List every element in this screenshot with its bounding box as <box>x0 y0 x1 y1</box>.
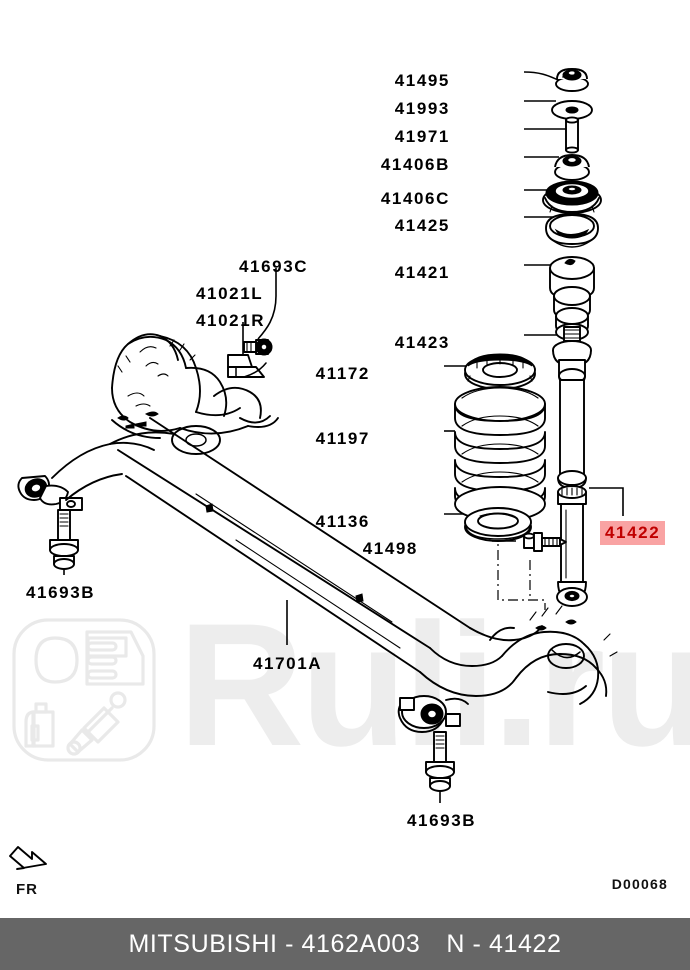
part-label-41021L: 41021L <box>196 284 264 303</box>
part-label-41495: 41495 <box>394 71 450 90</box>
part-label-41421: 41421 <box>394 263 450 282</box>
watermark-logo <box>12 618 156 762</box>
part-label-41693C: 41693C <box>239 257 309 276</box>
part-41406B-upper-bush <box>554 154 590 181</box>
part-41423-dust-cover <box>552 326 592 385</box>
part-label-41423: 41423 <box>394 333 450 352</box>
shock-absorber-assembly <box>542 68 602 607</box>
part-label-41693B-left: 41693B <box>26 583 96 602</box>
part-41495-nut <box>555 68 589 92</box>
part-41701A-axle-beam <box>17 333 618 733</box>
part-41993-washer <box>551 100 593 120</box>
part-41421-bump-stopper <box>549 256 595 341</box>
orientation-marker-fr: FR <box>16 881 38 898</box>
watermark: Ruli.ru <box>12 588 690 783</box>
part-label-41425: 41425 <box>394 216 450 235</box>
part-label-41422: 41422 <box>600 521 666 545</box>
footer-bar: MITSUBISHI - 4162A003 N - 41422 <box>0 918 690 970</box>
part-41422-shock-absorber <box>556 379 588 607</box>
part-41172-insulator <box>464 353 536 390</box>
part-41498-bolt <box>523 532 567 552</box>
part-label-41406C: 41406C <box>380 189 450 208</box>
footer-text: MITSUBISHI - 4162A003 N - 41422 <box>128 930 561 959</box>
part-label-41498: 41498 <box>362 539 418 558</box>
part-41021-bracket <box>227 354 267 378</box>
coil-spring-group <box>454 353 567 552</box>
part-41971-spacer <box>565 116 579 154</box>
part-41197-coil-spring <box>454 386 546 522</box>
part-label-41172: 41172 <box>315 364 370 383</box>
part-41693B-bolt-bottom <box>425 731 455 792</box>
part-label-41693B-bottom: 41693B <box>407 811 477 830</box>
footer-reference: N - 41422 <box>446 929 562 958</box>
part-41693B-bolt-left <box>49 509 79 570</box>
highlight-41422: 41422 <box>600 521 666 545</box>
part-41136-lower-seat <box>464 507 532 542</box>
part-label-41993: 41993 <box>394 99 450 118</box>
part-label-41136: 41136 <box>315 512 370 531</box>
diagram-code: D00068 <box>611 876 668 892</box>
footer-brand: MITSUBISHI - 4162A003 <box>128 929 421 958</box>
fr-arrow-icon <box>9 846 47 870</box>
part-label-41197: 41197 <box>315 429 370 448</box>
part-label-41701A: 41701A <box>253 654 323 673</box>
part-41406C-mount <box>542 180 602 214</box>
part-41693C-bolt <box>243 338 273 356</box>
part-41425-upper-seat <box>545 213 599 248</box>
part-label-41021R: 41021R <box>196 311 266 330</box>
part-label-41406B: 41406B <box>380 155 450 174</box>
part-label-41971: 41971 <box>394 127 450 146</box>
